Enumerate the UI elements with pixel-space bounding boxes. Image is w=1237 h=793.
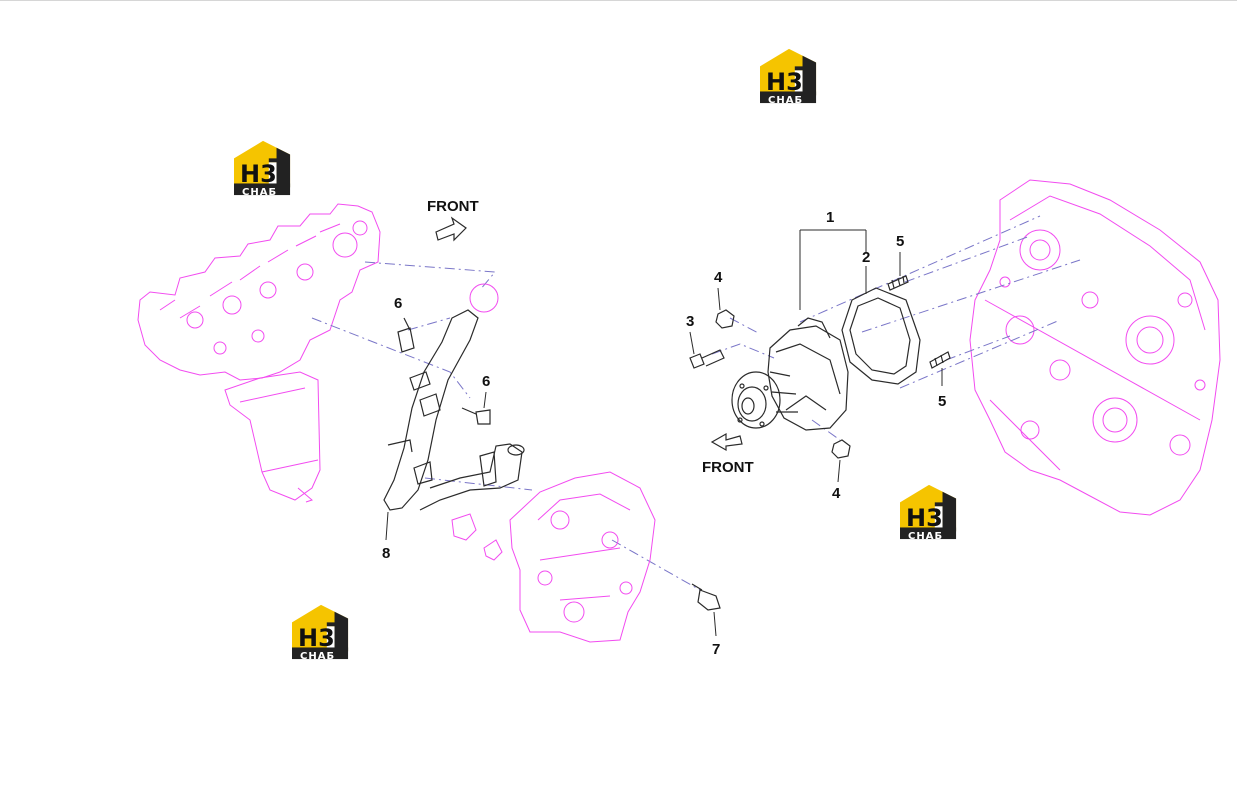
watermark-logo: H3 СНАБ	[292, 604, 349, 662]
bolt-3	[689, 349, 725, 369]
callout-7: 7	[712, 641, 720, 658]
callout-6-lower: 6	[482, 373, 490, 390]
callout-1: 1	[826, 209, 834, 226]
svg-text:СНАБ: СНАБ	[300, 651, 335, 662]
callout-4-upper: 4	[714, 269, 723, 286]
right-assembly: FRONT 1 2 3 4 4 5 5	[686, 179, 1221, 516]
front-arrow-icon	[435, 216, 467, 242]
watermark-logo: H3 СНАБ	[234, 140, 291, 198]
top-border	[0, 0, 1237, 1]
nut-4-upper	[715, 309, 735, 329]
svg-text:H3: H3	[240, 160, 277, 188]
svg-text:H3: H3	[766, 68, 803, 96]
alignment-line	[711, 343, 775, 359]
sleeve	[451, 513, 477, 541]
stud-5-upper	[887, 275, 909, 291]
callout-6-upper: 6	[394, 295, 402, 312]
watermark-logo: H3 СНАБ	[760, 48, 817, 106]
callout-5-upper: 5	[896, 233, 904, 250]
callout-3: 3	[686, 313, 694, 330]
svg-text:СНАБ: СНАБ	[908, 531, 943, 542]
callout-5-lower: 5	[938, 393, 946, 410]
nut-4-lower	[831, 439, 851, 459]
oil-filter-housing	[137, 203, 381, 503]
front-arrow-right: FRONT	[702, 432, 754, 476]
alignment-line	[729, 317, 761, 335]
alignment-line	[311, 317, 471, 399]
bolt-6-lower	[461, 407, 491, 425]
plug	[483, 539, 503, 561]
svg-text:СНАБ: СНАБ	[768, 95, 803, 106]
alignment-line	[611, 539, 701, 591]
alignment-line	[861, 259, 1081, 333]
left-assembly: FRONT 6 6 8 7	[137, 198, 721, 658]
alignment-line	[424, 477, 533, 491]
front-arrow-left: FRONT	[427, 198, 479, 242]
alignment-line	[811, 419, 841, 441]
callout-8: 8	[382, 545, 390, 562]
callout-4-lower: 4	[832, 485, 841, 502]
svg-text:H3: H3	[298, 624, 335, 652]
callout-2: 2	[862, 249, 870, 266]
svg-text:H3: H3	[906, 504, 943, 532]
bolt-7	[691, 583, 721, 611]
oil-pipe	[383, 309, 525, 511]
water-pump	[731, 317, 849, 431]
svg-text:СНАБ: СНАБ	[242, 187, 277, 198]
alignment-line	[364, 261, 497, 291]
engine-front-plate	[969, 179, 1221, 516]
o-ring	[469, 283, 499, 313]
watermark-logo: H3 СНАБ	[900, 484, 957, 542]
alignment-line	[904, 235, 1031, 283]
gasket	[841, 287, 921, 385]
alignment-line	[945, 335, 1011, 361]
bolt-6-upper	[397, 317, 415, 353]
front-label: FRONT	[702, 459, 754, 476]
alignment-line	[899, 319, 1061, 389]
alignment-line	[799, 215, 1041, 323]
alignment-line	[407, 317, 451, 331]
front-label: FRONT	[427, 198, 479, 215]
front-cover-bracket	[509, 471, 656, 643]
front-arrow-icon	[710, 432, 743, 452]
stud-5-lower	[929, 351, 951, 369]
